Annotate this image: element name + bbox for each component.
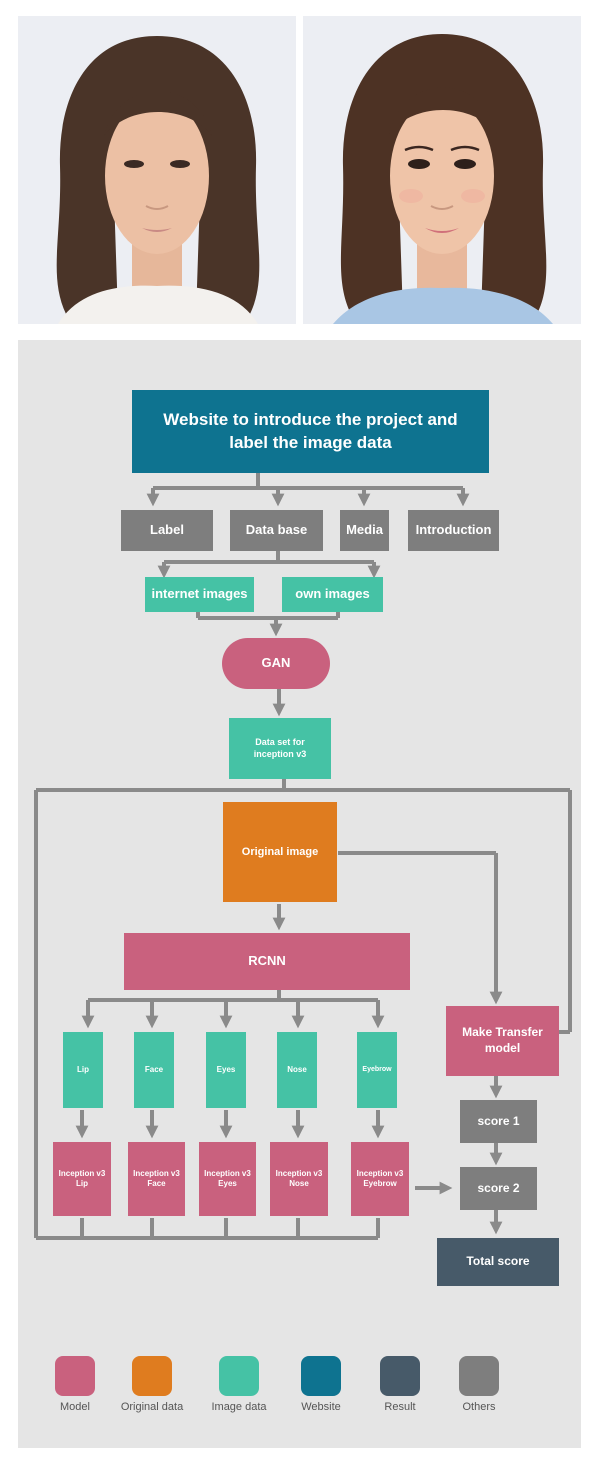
total-score-box: Total score: [437, 1238, 559, 1286]
section-database-box: Data base: [230, 510, 323, 551]
inception-eyes-box: Inception v3 Eyes: [199, 1142, 256, 1216]
feature-face-text: Face: [144, 1064, 164, 1074]
inception-face-line2: Face: [147, 1179, 166, 1188]
inception-lip-line1: Inception v3: [58, 1168, 106, 1178]
legend-swatch-others: [459, 1356, 499, 1396]
original-image-text: Original image: [241, 845, 319, 858]
inception-nose-line1: Inception v3: [275, 1168, 323, 1178]
score-2-text: score 2: [477, 1180, 520, 1195]
feature-eyebrow-box: Eyebrow: [357, 1032, 397, 1108]
inception-lip-line2: Lip: [76, 1179, 88, 1188]
legend-swatch-website: [301, 1356, 341, 1396]
portrait-photo-after: [303, 16, 581, 324]
feature-eyebrow-text: Eyebrow: [362, 1066, 392, 1074]
legend-swatch-model: [55, 1356, 95, 1396]
feature-lip-box: Lip: [63, 1032, 103, 1108]
inception-face-box: Inception v3 Face: [128, 1142, 185, 1216]
original-image-box: Original image: [223, 802, 337, 902]
inception-eyebrow-box: Inception v3 Eyebrow: [351, 1142, 409, 1216]
pipeline-diagram: Website to introduce the project and lab…: [18, 340, 581, 1448]
inception-nose-box: Inception v3 Nose: [270, 1142, 328, 1216]
total-score-text: Total score: [466, 1254, 530, 1269]
legend-label-image-data: Image data: [211, 1401, 267, 1413]
connector-lines: [34, 473, 572, 1240]
inception-eyes-line1: Inception v3: [204, 1168, 251, 1178]
section-label-box: Label: [121, 510, 213, 551]
score-1-box: score 1: [460, 1100, 537, 1143]
legend-swatch-original-data: [132, 1356, 172, 1396]
internet-images-text: internet images: [151, 586, 248, 602]
rcnn-box: RCNN: [124, 933, 410, 990]
gan-box: GAN: [222, 638, 330, 689]
feature-lip-text: Lip: [77, 1064, 89, 1074]
score-1-text: score 1: [477, 1113, 520, 1128]
section-label-text: Label: [150, 522, 184, 538]
website-title-box: Website to introduce the project and lab…: [132, 390, 489, 473]
score-2-box: score 2: [460, 1167, 537, 1210]
feature-eyes-box: Eyes: [206, 1032, 246, 1108]
inception-eyebrow-line1: Inception v3: [356, 1168, 404, 1178]
transfer-model-box: Make Transfer model: [446, 1006, 559, 1076]
dataset-box: Data set for inception v3: [229, 718, 331, 779]
portrait-photo-before: [18, 16, 296, 324]
legend-label-original-data: Original data: [120, 1401, 184, 1413]
own-images-box: own images: [282, 577, 383, 612]
section-media-box: Media: [340, 510, 389, 551]
feature-eyes-text: Eyes: [216, 1064, 236, 1074]
feature-face-box: Face: [134, 1032, 174, 1108]
section-media-text: Media: [346, 522, 383, 538]
legend-label-others: Others: [462, 1401, 496, 1413]
internet-images-box: internet images: [145, 577, 254, 612]
website-title-text: Website to introduce the project and lab…: [163, 410, 458, 452]
feature-nose-box: Nose: [277, 1032, 317, 1108]
inception-eyes-line2: Eyes: [218, 1179, 237, 1188]
inception-face-line1: Inception v3: [133, 1168, 180, 1178]
legend-label-website: Website: [301, 1401, 341, 1413]
section-introduction-box: Introduction: [408, 510, 499, 551]
legend-swatch-result: [380, 1356, 420, 1396]
legend-label-result: Result: [384, 1401, 416, 1413]
section-introduction-text: Introduction: [415, 522, 492, 538]
inception-nose-line2: Nose: [289, 1179, 309, 1188]
inception-eyebrow-line2: Eyebrow: [363, 1179, 397, 1188]
dataset-text: Data set for inception v3: [253, 736, 307, 759]
legend-label-model: Model: [60, 1401, 90, 1413]
legend-swatch-image-data: [219, 1356, 259, 1396]
section-database-text: Data base: [245, 522, 308, 538]
rcnn-text: RCNN: [248, 953, 286, 969]
transfer-model-text: Make Transfer model: [462, 1025, 543, 1055]
feature-nose-text: Nose: [287, 1064, 307, 1074]
inception-lip-box: Inception v3 Lip: [53, 1142, 111, 1216]
gan-text: GAN: [261, 655, 291, 671]
own-images-text: own images: [295, 586, 370, 602]
